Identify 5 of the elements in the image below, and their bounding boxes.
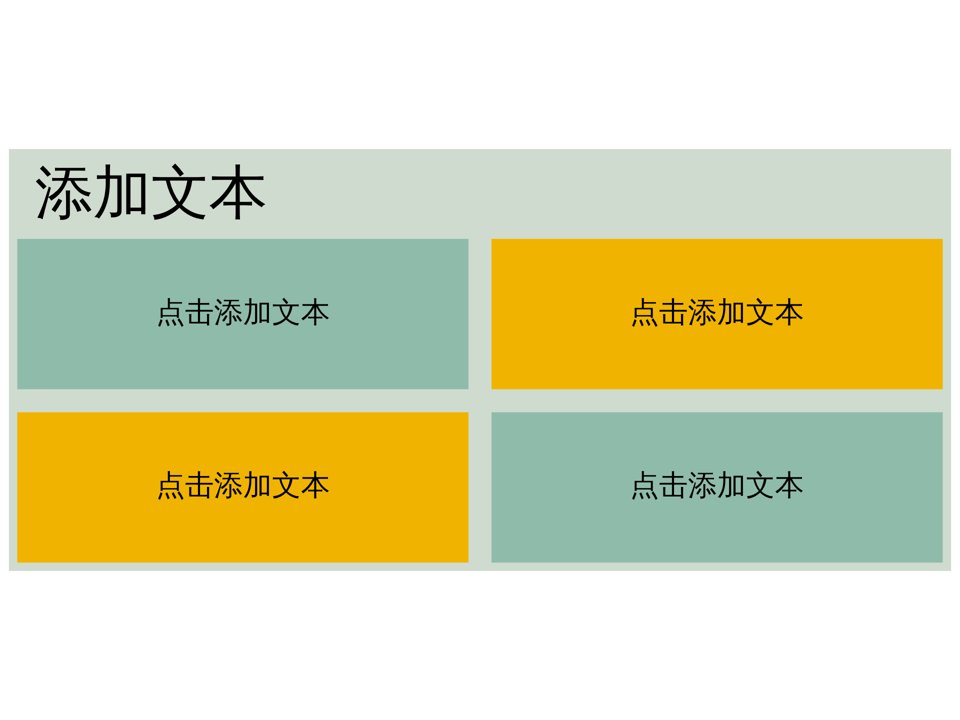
node-box: 点击添加文本	[492, 412, 943, 563]
node-box: 点击添加文本	[17, 412, 468, 563]
node-box: 点击添加文本	[17, 238, 468, 390]
node-box: 点击添加文本	[492, 238, 943, 390]
diagram-title: 添加文本	[34, 158, 267, 227]
